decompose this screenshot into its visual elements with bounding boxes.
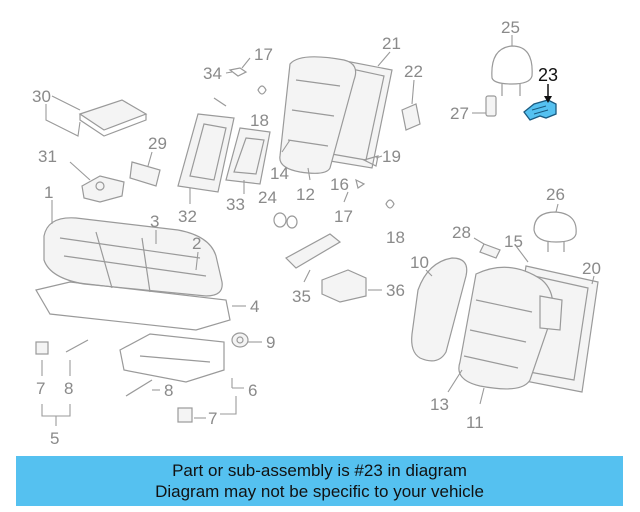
part-18-clip[interactable] [257,85,267,95]
label-10: 10 [410,253,429,272]
part-24[interactable] [273,212,298,229]
label-6: 6 [248,381,257,400]
label-5: 5 [50,429,59,448]
label-4: 4 [250,297,259,316]
rear-seat-back-right[interactable] [411,257,599,393]
label-11: 11 [466,413,484,432]
part-19[interactable] [362,155,379,167]
part-30[interactable] [78,99,148,137]
part-8-rod-b[interactable] [125,379,153,397]
label-18a: 18 [250,111,269,130]
part-16-clip[interactable] [355,178,366,189]
label-13: 13 [430,395,449,414]
label-28: 28 [452,223,471,242]
part-29[interactable] [129,161,161,187]
part-33[interactable] [225,127,271,185]
label-12: 12 [296,185,315,204]
part-34[interactable] [228,67,248,77]
highlighted-part-23[interactable] [523,99,557,121]
label-34: 34 [203,64,222,83]
label-8a: 8 [64,379,73,398]
banner-line-2: Diagram may not be specific to your vehi… [155,482,484,501]
label-27: 27 [450,104,469,123]
part-9[interactable] [231,332,249,348]
label-36: 36 [386,281,405,300]
part-31[interactable] [81,175,125,203]
label-14: 14 [270,164,289,183]
part-36[interactable] [321,269,367,303]
label-16: 16 [330,175,349,194]
part-32[interactable] [177,113,235,193]
label-7a: 7 [36,379,45,398]
label-21: 21 [382,34,401,53]
banner-line-1: Part or sub-assembly is #23 in diagram [172,461,467,480]
label-23: 23 [538,65,558,85]
seat-frame[interactable] [35,281,231,383]
part-22[interactable] [401,103,421,131]
label-31: 31 [38,147,57,166]
label-30: 30 [32,87,51,106]
label-20: 20 [582,259,601,278]
label-8b: 8 [164,381,173,400]
label-26: 26 [546,185,565,204]
part-8-rod-a[interactable] [65,339,89,353]
label-29: 29 [148,134,167,153]
info-banner: Part or sub-assembly is #23 in diagram D… [16,456,623,506]
label-19: 19 [382,147,401,166]
part-7-clip-b[interactable] [177,407,193,423]
label-7b: 7 [208,409,217,428]
rear-seat-back-left[interactable] [279,56,393,174]
label-18b: 18 [386,228,405,247]
headrest-part-26[interactable] [533,211,577,252]
label-17b: 17 [334,207,353,226]
label-2: 2 [192,234,201,253]
label-35: 35 [292,287,311,306]
rear-seat-cushion[interactable] [43,217,223,297]
label-24: 24 [258,188,277,207]
label-15: 15 [504,232,523,251]
label-33: 33 [226,195,245,214]
parts-diagram: 25 23 27 21 22 17 34 18 30 [32,18,601,448]
label-9: 9 [266,333,275,352]
label-22: 22 [404,62,423,81]
label-1: 1 [44,183,53,202]
part-28[interactable] [479,243,501,259]
part-7-clip-a[interactable] [35,341,49,355]
label-25: 25 [501,18,520,37]
part-35[interactable] [285,233,342,269]
headrest-part-25[interactable] [491,45,533,96]
part-27[interactable] [485,95,497,117]
label-32: 32 [178,207,197,226]
label-3: 3 [150,212,159,231]
part-18-clip-b[interactable] [385,199,395,209]
label-17a: 17 [254,45,273,64]
